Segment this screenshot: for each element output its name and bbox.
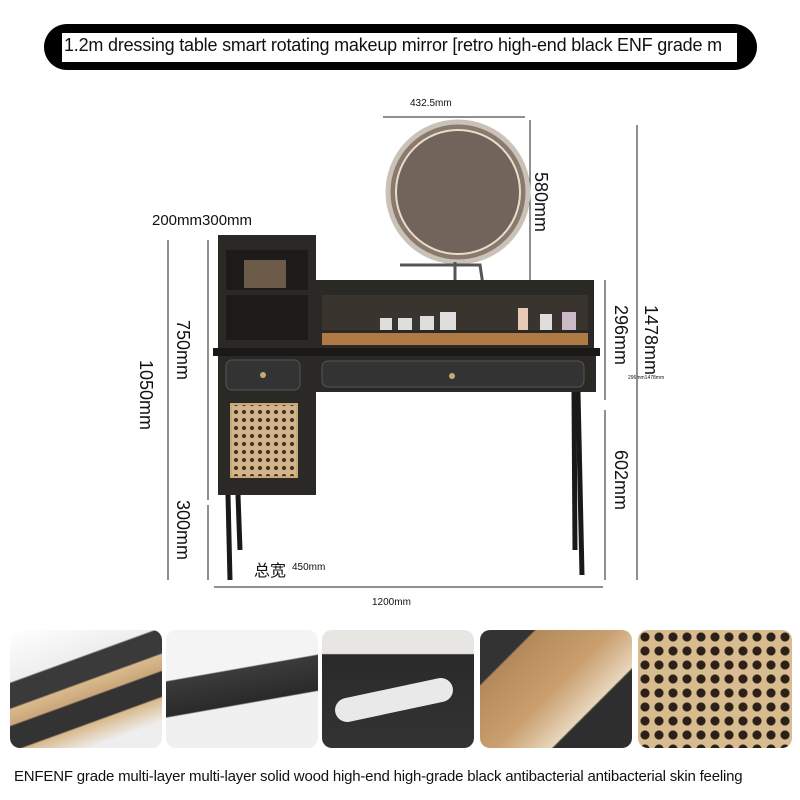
dressing-table-diagram	[167, 116, 638, 588]
material-caption: ENFENF grade multi-layer multi-layer sol…	[14, 768, 743, 785]
mirror-height-label: 580mm	[531, 172, 551, 233]
total-width-cn-label: 总宽	[254, 563, 287, 580]
cabinet-height-label: 750mm	[173, 320, 193, 381]
thumbnail-power-strip	[322, 630, 474, 748]
power-strip-icon	[332, 675, 456, 725]
depth-label: 450mm	[292, 562, 326, 573]
rotating-mirror	[385, 119, 531, 286]
cabinet-widths-label: 200mm300mm	[152, 212, 253, 229]
desk-leg-height-label: 602mm	[611, 450, 631, 511]
dimension-lines	[167, 116, 638, 588]
thumbnail-black-panel-edge	[166, 630, 318, 748]
legs	[225, 391, 585, 581]
product-title: 1.2m dressing table smart rotating makeu…	[64, 35, 722, 55]
mirror-width-label: 432.5mm	[410, 98, 452, 109]
title-box	[62, 33, 737, 62]
upper-shelf-height-label: 296mm	[611, 305, 631, 366]
desk	[213, 280, 600, 392]
thumbnail-rattan-weave	[638, 630, 792, 748]
total-height-label: 1478mm	[641, 305, 661, 376]
left-cabinet	[218, 235, 316, 495]
thumbnail-drawer-organizer	[480, 630, 632, 748]
thumbnail-multi-layer-wood-board	[10, 630, 162, 748]
small-dimension-note: 296mm1478mm	[628, 375, 665, 381]
total-width-label: 1200mm	[372, 597, 411, 608]
total-cabinet-height-label: 1050mm	[136, 360, 156, 431]
left-leg-height-label: 300mm	[173, 500, 193, 561]
